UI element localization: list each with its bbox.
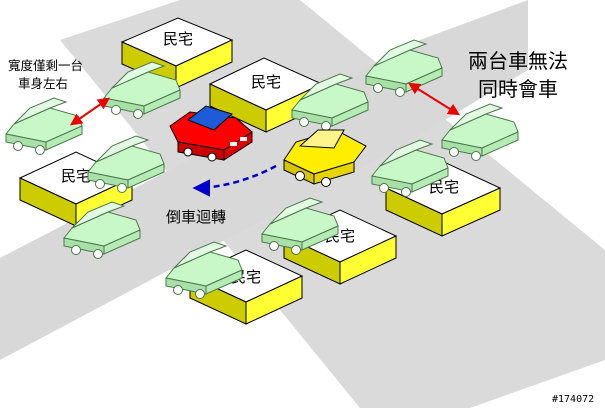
- red-car: [169, 105, 253, 162]
- house-top-center: 民宅: [208, 57, 324, 133]
- cannot-pass-line2: 同時會車: [478, 77, 558, 101]
- house-label: 民宅: [163, 30, 193, 48]
- pass-arrow: [407, 82, 461, 116]
- reverse-turn-label: 倒車迴轉: [166, 208, 226, 226]
- house-label: 民宅: [251, 73, 281, 91]
- width-note-line1: 寬度僅剩一台: [8, 58, 83, 73]
- house-label: 民宅: [61, 167, 91, 185]
- yellow-car: [283, 129, 367, 187]
- image-tag: #174072: [552, 394, 594, 405]
- width-note-line2: 車身左右: [18, 76, 68, 91]
- house-label: 民宅: [429, 178, 459, 196]
- road-band-cross: [60, 0, 605, 408]
- parked-car: [5, 97, 83, 155]
- cannot-pass-line1: 兩台車無法: [468, 49, 568, 73]
- width-arrow: [70, 97, 110, 126]
- house-right: 民宅: [384, 161, 502, 237]
- reverse-arrow: [192, 164, 277, 197]
